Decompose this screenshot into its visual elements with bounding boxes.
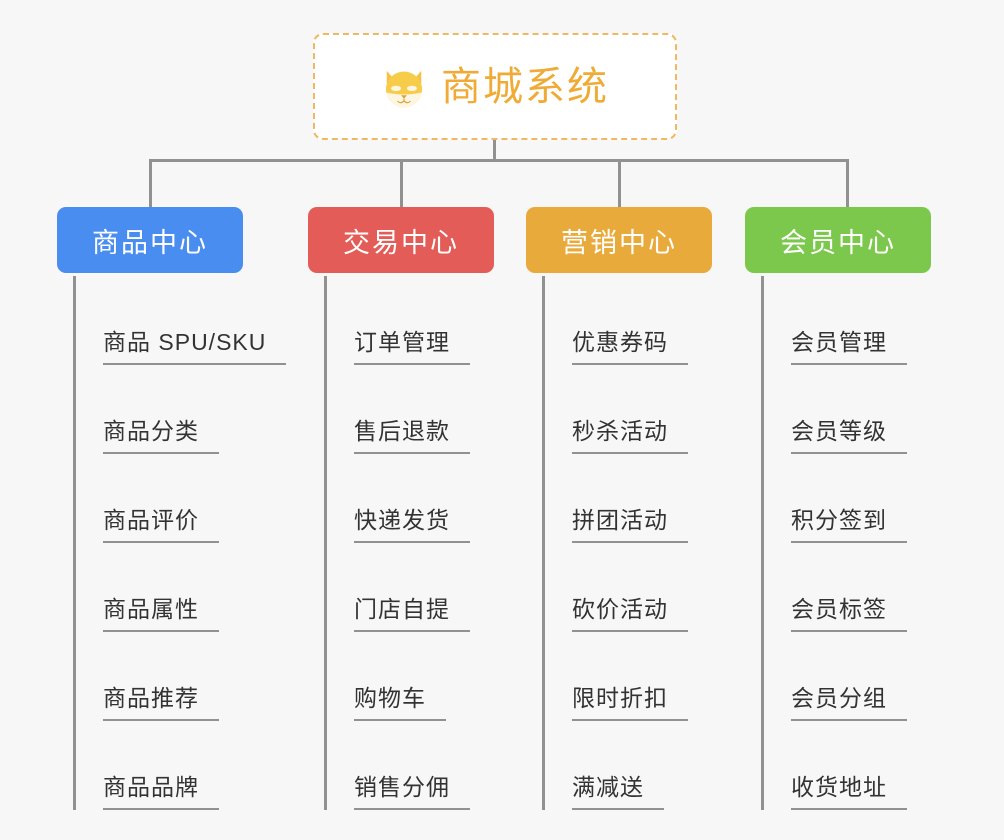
leaf-label: 商品品牌 [103,776,219,810]
branch-column-trade: 交易中心 订单管理 售后退款 快递发货 门店自提 购物车 销售分佣 [308,207,494,810]
category-header-label: 营销中心 [561,227,677,258]
leaf-label: 售后退款 [354,420,470,454]
list-item[interactable]: 优惠券码 [526,276,712,365]
leaf-label: 订单管理 [354,331,470,365]
branch-drop-connector-1 [149,159,152,207]
leaf-label: 会员管理 [791,331,907,365]
list-item[interactable]: 积分签到 [745,454,931,543]
list-item[interactable]: 销售分佣 [308,721,494,810]
dog-face-icon [381,65,427,111]
leaf-label: 砍价活动 [572,598,688,632]
list-item[interactable]: 会员标签 [745,543,931,632]
list-item[interactable]: 限时折扣 [526,632,712,721]
leaf-list-trade: 订单管理 售后退款 快递发货 门店自提 购物车 销售分佣 [308,276,494,810]
branch-column-member: 会员中心 会员管理 会员等级 积分签到 会员标签 会员分组 收货地址 [745,207,931,810]
root-node[interactable]: 商城系统 [313,33,677,140]
list-item[interactable]: 会员等级 [745,365,931,454]
trunk-line-product [73,276,76,810]
list-item[interactable]: 秒杀活动 [526,365,712,454]
list-item[interactable]: 收货地址 [745,721,931,810]
category-header-label: 商品中心 [92,227,208,258]
leaf-label: 商品属性 [103,598,219,632]
category-header-member[interactable]: 会员中心 [745,207,931,273]
branch-drop-connector-4 [846,159,849,207]
leaf-label: 购物车 [354,687,446,721]
category-header-label: 会员中心 [780,227,896,258]
leaf-list-product: 商品 SPU/SKU 商品分类 商品评价 商品属性 商品推荐 商品品牌 [57,276,287,810]
leaf-label: 优惠券码 [572,331,688,365]
list-item[interactable]: 售后退款 [308,365,494,454]
list-item[interactable]: 商品属性 [57,543,243,632]
list-item[interactable]: 门店自提 [308,543,494,632]
category-header-product[interactable]: 商品中心 [57,207,243,273]
leaf-label: 商品 SPU/SKU [103,331,287,365]
leaf-list-marketing: 优惠券码 秒杀活动 拼团活动 砍价活动 限时折扣 满减送 [526,276,712,810]
category-header-marketing[interactable]: 营销中心 [526,207,712,273]
list-item[interactable]: 购物车 [308,632,494,721]
trunk-line-marketing [542,276,545,810]
leaf-label: 会员分组 [791,687,907,721]
root-title: 商城系统 [441,64,609,109]
trunk-line-trade [324,276,327,810]
category-header-label: 交易中心 [343,227,459,258]
branch-column-product: 商品中心 商品 SPU/SKU 商品分类 商品评价 商品属性 商品推荐 商品品牌 [57,207,287,810]
leaf-label: 收货地址 [791,776,907,810]
list-item[interactable]: 满减送 [526,721,712,810]
list-item[interactable]: 商品评价 [57,454,243,543]
leaf-label: 限时折扣 [572,687,688,721]
leaf-list-member: 会员管理 会员等级 积分签到 会员标签 会员分组 收货地址 [745,276,931,810]
leaf-label: 满减送 [572,776,664,810]
leaf-label: 积分签到 [791,509,907,543]
leaf-label: 会员标签 [791,598,907,632]
category-header-trade[interactable]: 交易中心 [308,207,494,273]
leaf-label: 快递发货 [354,509,470,543]
leaf-label: 商品分类 [103,420,219,454]
leaf-label: 商品推荐 [103,687,219,721]
leaf-label: 会员等级 [791,420,907,454]
horizontal-bus-connector [149,159,849,162]
leaf-label: 销售分佣 [354,776,470,810]
leaf-label: 秒杀活动 [572,420,688,454]
list-item[interactable]: 会员分组 [745,632,931,721]
trunk-line-member [761,276,764,810]
list-item[interactable]: 会员管理 [745,276,931,365]
list-item[interactable]: 订单管理 [308,276,494,365]
list-item[interactable]: 商品推荐 [57,632,243,721]
branch-column-marketing: 营销中心 优惠券码 秒杀活动 拼团活动 砍价活动 限时折扣 满减送 [526,207,712,810]
leaf-label: 拼团活动 [572,509,688,543]
list-item[interactable]: 商品品牌 [57,721,243,810]
leaf-label: 商品评价 [103,509,219,543]
list-item[interactable]: 商品分类 [57,365,243,454]
root-stem-connector [493,140,496,161]
list-item[interactable]: 快递发货 [308,454,494,543]
list-item[interactable]: 拼团活动 [526,454,712,543]
list-item[interactable]: 商品 SPU/SKU [57,276,287,365]
list-item[interactable]: 砍价活动 [526,543,712,632]
leaf-label: 门店自提 [354,598,470,632]
branch-drop-connector-3 [618,159,621,207]
branch-drop-connector-2 [400,159,403,207]
